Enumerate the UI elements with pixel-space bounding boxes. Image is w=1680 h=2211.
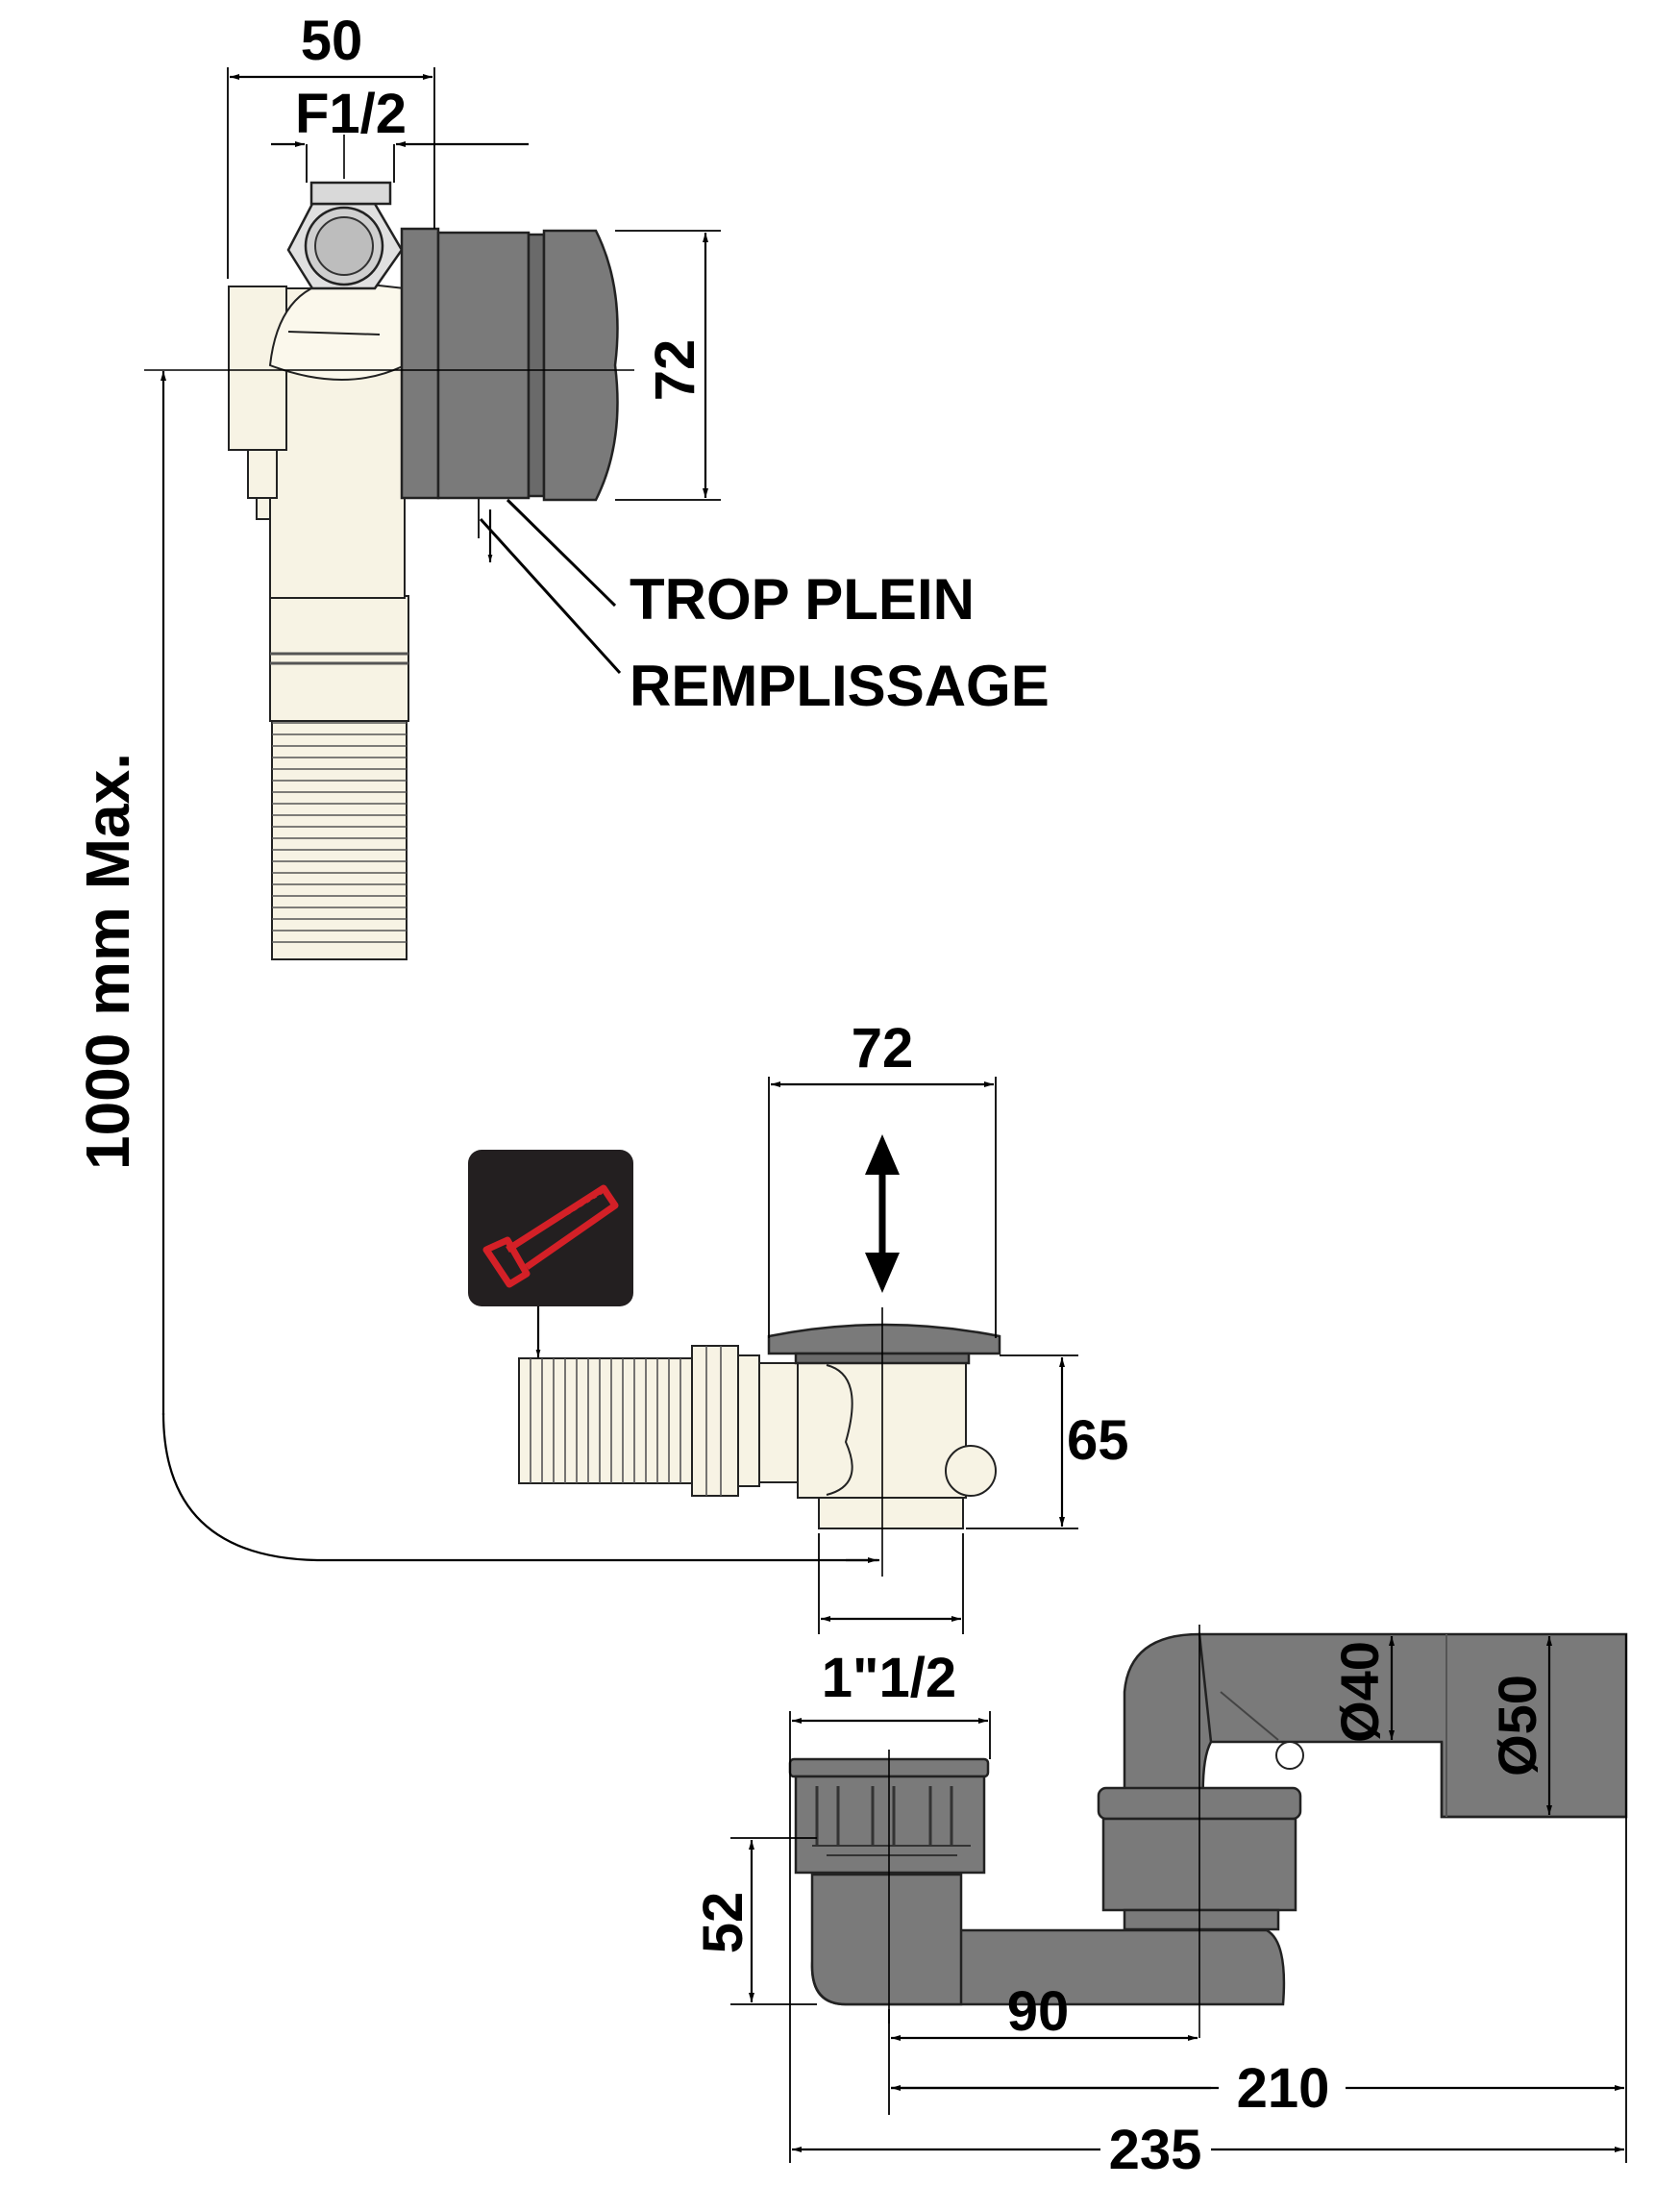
dim-top-width: 50 — [301, 10, 363, 72]
dim-waste-width: 72 — [852, 1017, 914, 1080]
dim-pipe-d50: Ø50 — [1487, 1675, 1547, 1776]
label-filling: REMPLISSAGE — [630, 654, 1050, 718]
hacksaw-icon — [468, 1150, 633, 1357]
dim-length-210: 210 — [1237, 2057, 1330, 2120]
label-overflow: TROP PLEIN — [630, 567, 975, 632]
bath-waste-assembly — [518, 1307, 1001, 1577]
dim-waste-height: 65 — [1067, 1409, 1129, 1472]
arrow-down-icon — [865, 1253, 900, 1293]
trap-ribs — [812, 1786, 971, 1856]
overflow-filler-assembly — [144, 135, 634, 960]
dim-thread: F1/2 — [295, 83, 407, 145]
waste-hose-ribs — [530, 1358, 681, 1483]
bottle-trap-assembly — [788, 1625, 1628, 2038]
label-max-length: 1000 mm Max. — [73, 753, 142, 1170]
arrow-up-icon — [865, 1134, 900, 1175]
trap-dimensions: 52 Ø40 Ø50 90 210 235 — [692, 1634, 1627, 2181]
dim-top-height: 72 — [644, 339, 706, 402]
dim-trap-height: 52 — [692, 1892, 754, 1954]
dim-outlet-thread: 1"1/2 — [822, 1647, 956, 1709]
top-dimensions: 50 F1/2 72 TROP PLEIN REMPLISSAGE — [227, 10, 1050, 718]
dim-pipe-d40: Ø40 — [1329, 1641, 1390, 1743]
waste-dimensions: 72 65 1"1/2 — [768, 1017, 1129, 1709]
dim-length-235: 235 — [1109, 2119, 1202, 2181]
hose-ribs — [272, 722, 407, 943]
dim-offset-90: 90 — [1007, 1980, 1070, 2043]
max-length-indicator: 1000 mm Max. — [73, 371, 879, 1563]
